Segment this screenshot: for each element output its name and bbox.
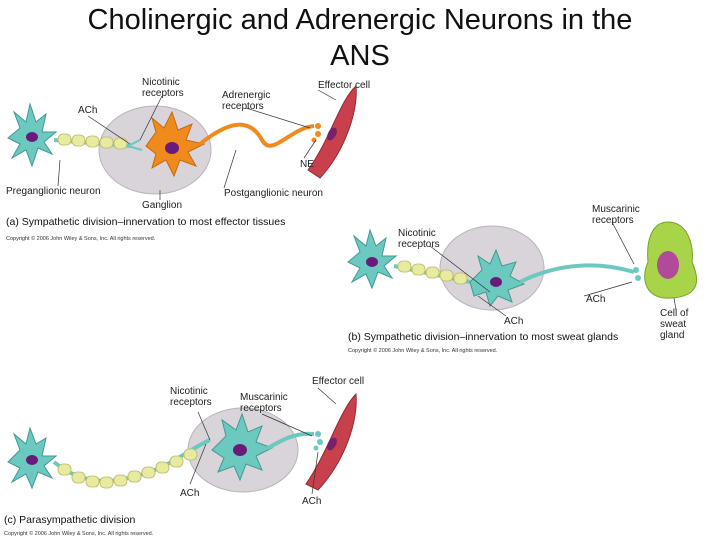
copyright-c: Copyright © 2006 John Wiley & Sons, Inc.…	[4, 530, 154, 537]
label-effector-cell: Effector cell	[312, 376, 364, 387]
label-nicotinic-1: Nicotinic	[170, 386, 208, 397]
caption-c: (c) Parasympathetic division	[4, 514, 135, 526]
panel-b: Nicotinic receptors Muscarinic receptors…	[347, 204, 698, 354]
label-gland-2: sweat	[660, 319, 686, 330]
label-postganglionic: Postganglionic neuron	[224, 188, 323, 199]
label-adrenergic-2: receptors	[222, 101, 264, 112]
preganglionic-neuron	[7, 102, 143, 168]
label-adrenergic-1: Adrenergic	[222, 90, 270, 101]
copyright-a: Copyright © 2006 John Wiley & Sons, Inc.…	[6, 235, 156, 242]
preganglionic-neuron	[347, 228, 471, 290]
label-nicotinic-1: Nicotinic	[398, 228, 436, 239]
label-preganglionic: Preganglionic neuron	[6, 186, 101, 197]
label-ach-2: ACh	[504, 316, 523, 327]
label-effector-cell: Effector cell	[318, 80, 370, 91]
label-ach-1: ACh	[180, 488, 199, 499]
label-ach: ACh	[78, 105, 97, 116]
label-gland-1: Cell of	[660, 308, 689, 319]
label-ganglion: Ganglion	[142, 200, 182, 211]
label-muscarinic-1: Muscarinic	[592, 204, 640, 215]
label-nicotinic-2: receptors	[142, 88, 184, 99]
preganglionic-neuron	[7, 426, 211, 490]
postganglionic-neuron	[469, 248, 641, 308]
label-muscarinic-2: receptors	[592, 215, 634, 226]
postganglionic-neuron	[211, 412, 323, 482]
copyright-b: Copyright © 2006 John Wiley & Sons, Inc.…	[348, 347, 498, 354]
label-nicotinic-1: Nicotinic	[142, 77, 180, 88]
label-muscarinic-1: Muscarinic	[240, 392, 288, 403]
label-gland-3: gland	[660, 330, 684, 341]
postganglionic-neuron	[145, 110, 321, 178]
label-nicotinic-2: receptors	[170, 397, 212, 408]
label-ach-1: ACh	[586, 294, 605, 305]
label-nicotinic-2: receptors	[398, 239, 440, 250]
label-ach-2: ACh	[302, 496, 321, 507]
label-muscarinic-2: receptors	[240, 403, 282, 414]
caption-a: (a) Sympathetic division–innervation to …	[6, 216, 285, 228]
panel-a: ACh Nicotinic receptors Adrenergic recep…	[6, 77, 370, 242]
panel-c: Nicotinic receptors Muscarinic receptors…	[4, 376, 364, 537]
caption-b: (b) Sympathetic division–innervation to …	[348, 331, 618, 343]
page-title: Cholinergic and Adrenergic Neurons in th…	[87, 4, 633, 72]
label-ne: NE	[300, 159, 314, 170]
